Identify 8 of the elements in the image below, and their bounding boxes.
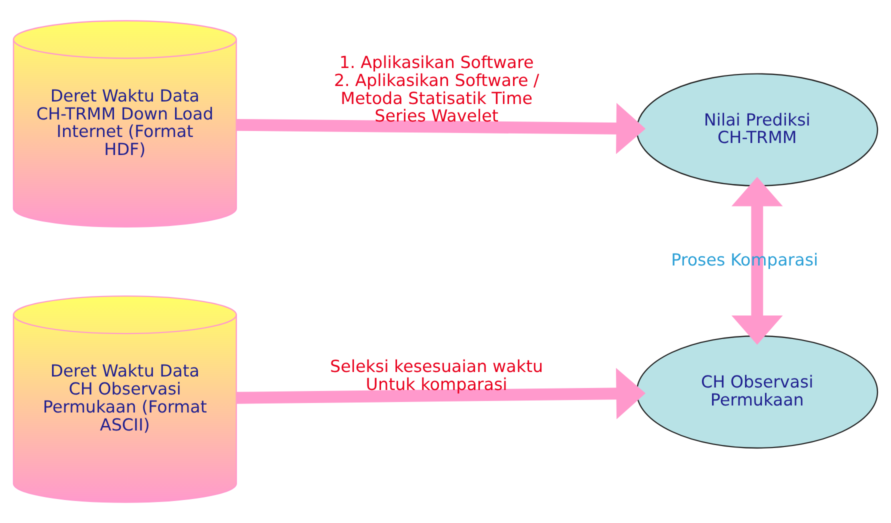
edge-label: Seleksi kesesuaian waktu Untuk komparasi [330,356,544,394]
node-ellipse: Nilai Prediksi CH-TRMM [636,73,878,186]
edge-label: 1. Aplikasikan Software 2. Aplikasikan Software / Metoda Statisatik Time Series Wavelet [334,53,540,126]
arrow [236,102,646,154]
edge-label: Proses Komparasi [671,250,818,270]
arrow [732,176,783,345]
arrow [236,368,646,420]
node-ellipse: CH Observasi Permukaan [636,335,878,449]
